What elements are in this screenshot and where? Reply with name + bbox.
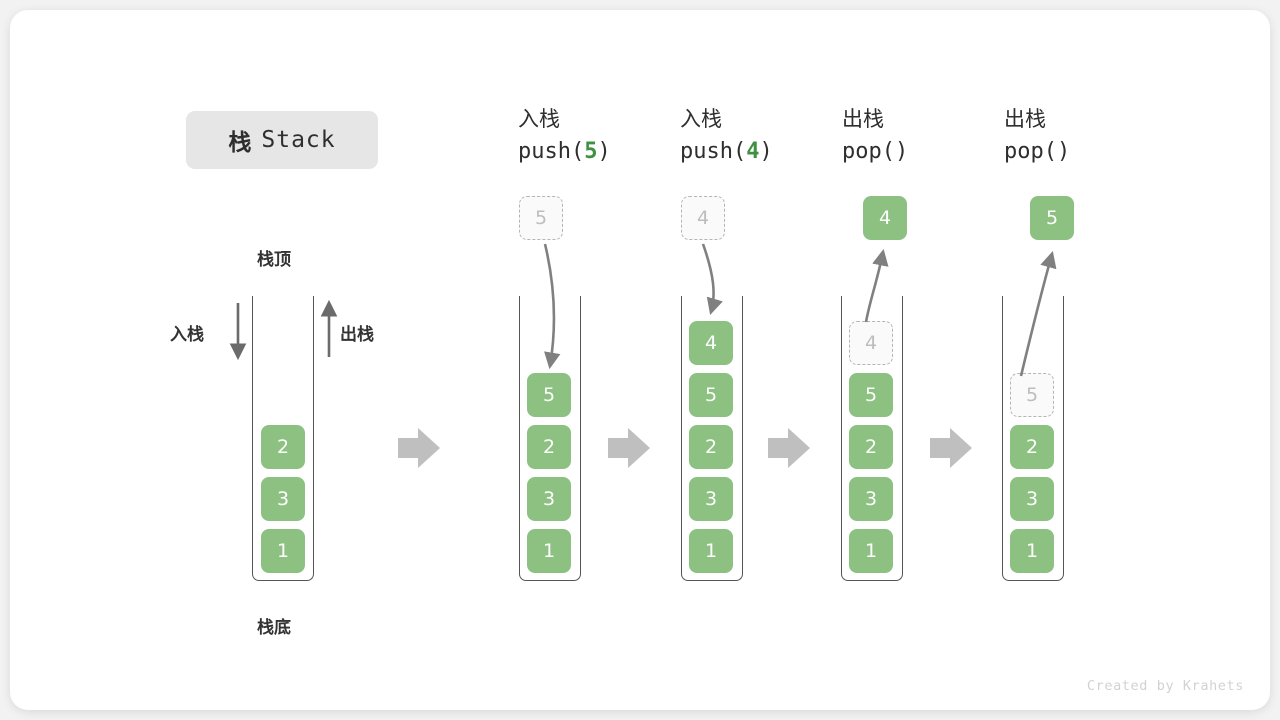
floating-element-pop-4: 4 [863,196,907,240]
stack-cell-pop-4-2: 2 [849,425,893,469]
stack-cell-push-5-5: 5 [527,373,571,417]
stack-cell-push-5-3: 3 [527,477,571,521]
op-label-code-pop-4: pop() [842,139,909,164]
op-code-arg-push-5: 5 [584,139,598,164]
op-label-cn-push-4: 入栈 [680,107,722,131]
base-stack-cell-3: 3 [261,477,305,521]
label-pop-direction: 出栈 [340,325,374,345]
stack-container-pop-4 [841,296,903,581]
stack-cell-pop-5-1: 1 [1010,529,1054,573]
floating-element-push-5: 5 [519,196,563,240]
stack-cell-pop-4-5: 5 [849,373,893,417]
base-stack-cell-1: 1 [261,529,305,573]
stack-container-pop-5 [1002,296,1064,581]
stack-cell-pop-5-5: 5 [1010,373,1054,417]
stack-cell-pop-4-3: 3 [849,477,893,521]
footer-credit: Created by Krahets [1086,678,1244,694]
op-label-cn-pop-4: 出栈 [842,107,884,131]
title-en: Stack [261,127,336,153]
label-stack-bottom: 栈底 [257,618,291,638]
stack-container-push-4 [681,296,743,581]
stack-cell-push-4-1: 1 [689,529,733,573]
op-header-push-5: 入栈 push(5) [518,104,708,170]
op-header-push-4: 入栈 push(4) [680,104,870,170]
label-push-direction: 入栈 [170,325,204,345]
floating-element-pop-5: 5 [1030,196,1074,240]
stack-cell-push-5-2: 2 [527,425,571,469]
stack-cell-pop-5-2: 2 [1010,425,1054,469]
title-cn: 栈 [228,130,253,156]
op-label-code-push-5: push(5) [518,139,611,164]
op-code-arg-push-4: 4 [746,139,760,164]
stack-cell-push-5-1: 1 [527,529,571,573]
op-label-cn-push-5: 入栈 [518,107,560,131]
stack-cell-push-4-2: 2 [689,425,733,469]
op-header-pop-4: 出栈 pop() [842,104,1032,170]
title-badge: 栈 Stack [186,111,378,169]
stack-cell-pop-5-3: 3 [1010,477,1054,521]
stack-cell-push-4-5: 5 [689,373,733,417]
op-header-pop-5: 出栈 pop() [1004,104,1194,170]
op-label-code-push-4: push(4) [680,139,773,164]
stack-container-push-5 [519,296,581,581]
base-stack-cell-2: 2 [261,425,305,469]
stack-cell-pop-4-4: 4 [849,321,893,365]
op-label-code-pop-5: pop() [1004,139,1071,164]
base-stack-container [252,296,314,581]
floating-element-push-4: 4 [681,196,725,240]
stack-cell-push-4-3: 3 [689,477,733,521]
op-label-cn-pop-5: 出栈 [1004,107,1046,131]
stack-cell-pop-4-1: 1 [849,529,893,573]
stack-cell-push-4-4: 4 [689,321,733,365]
label-stack-top: 栈顶 [257,250,291,270]
